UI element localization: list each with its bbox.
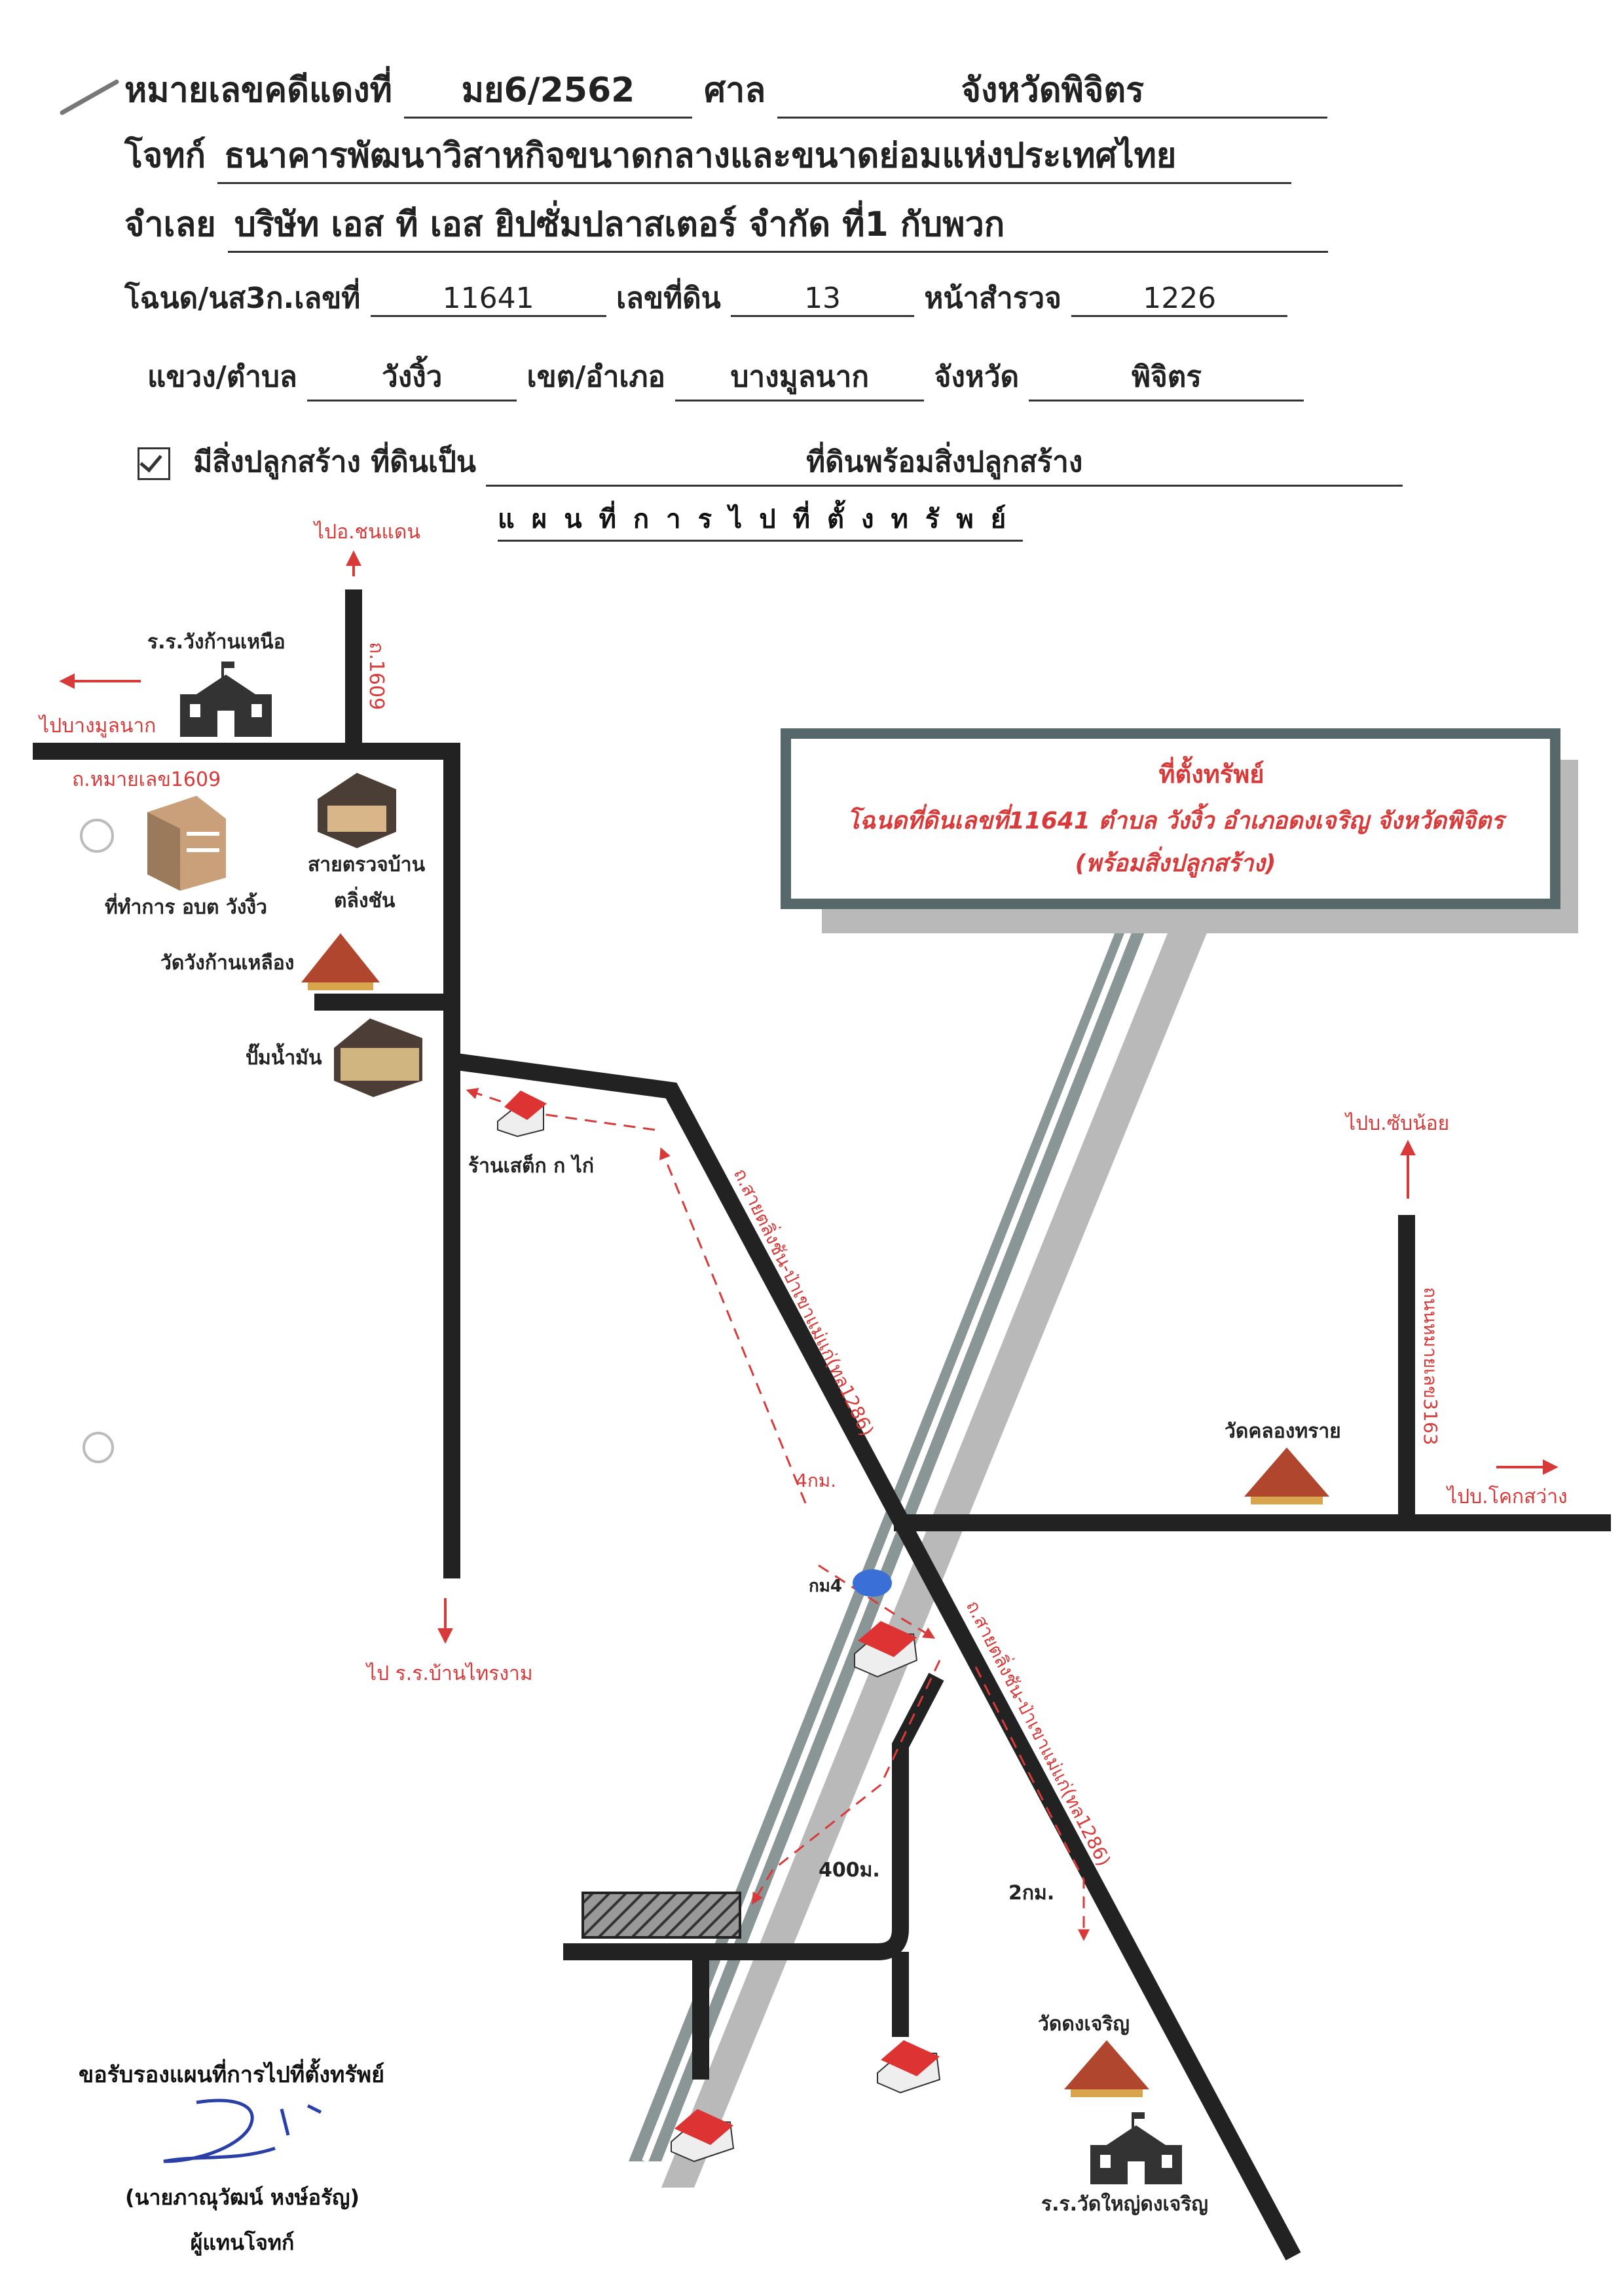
label-road-1286-south: ถ.สายตลิ่งชัน-ป่าเขาแม่แก่(ทล1286) (962, 1596, 1117, 1870)
defendant-value: บริษัท เอส ที เอส ยิปซั่มปลาสเตอร์ จำกัด… (227, 196, 1328, 253)
temple-icon (1244, 1447, 1329, 1504)
temple-icon (1064, 2040, 1149, 2097)
label-checkpoint: สายตรวจบ้าน (308, 853, 426, 876)
police-box-icon (318, 773, 396, 848)
plaintiff-label: โจทก์ (124, 136, 206, 176)
row-building: มีสิ่งปลูกสร้าง ที่ดินเป็น ที่ดินพร้อมสิ… (138, 439, 1403, 487)
label-to-koksawang: ไปบ.โคกสว่าง (1446, 1485, 1568, 1508)
row-plaintiff: โจทก์ ธนาคารพัฒนาวิสาหกิจขนาดกลางและขนาด… (124, 128, 1292, 184)
label-dist-4km: 4กม. (796, 1470, 836, 1491)
row-defendant: จำเลย บริษัท เอส ที เอส ยิปซั่มปลาสเตอร์… (124, 196, 1328, 253)
label-temple-wangkan: วัดวังก้านเหลือง (160, 952, 294, 975)
defendant-label: จำเลย (124, 205, 216, 244)
road-network (33, 589, 1611, 2261)
property-callout (781, 728, 1578, 933)
plaintiff-value: ธนาคารพัฒนาวิสาหกิจขนาดกลางและขนาดย่อมแห… (217, 128, 1292, 184)
label-checkpoint-2: ตลิ่งชัน (334, 886, 396, 912)
signatory-role: ผู้แทนโจทก์ (190, 2230, 295, 2255)
label-office: ที่ทำการ อบต วังงิ้ว (105, 892, 267, 919)
district-value: บางมูลนาก (675, 354, 925, 401)
office-building-icon (147, 796, 226, 891)
label-road-1609: ถ.หมายเลข1609 (72, 768, 221, 791)
row-case: หมายเลขคดีแดงที่ มย6/2562 ศาล จังหวัดพิจ… (124, 62, 1328, 119)
label-road-1286-north: ถ.สายตลิ่งชัน-ป่าเขาแม่แก่(ทล1286) (729, 1164, 880, 1440)
school-icon (1090, 2112, 1182, 2184)
survey-number: 1226 (1071, 282, 1288, 317)
subdistrict-value: วังงิ้ว (307, 354, 517, 401)
signatory-name: (นายภาณุวัฒน์ หงษ์อรัญ) (125, 2185, 360, 2210)
property-title: ที่ตั้งทรัพย์ (1158, 756, 1264, 789)
checkbox-checked-icon (138, 447, 170, 480)
road-side (563, 1672, 944, 1960)
label-road-1609-vertical: ถ.1609 (365, 642, 388, 710)
punch-hole (80, 819, 114, 853)
temple-icon (301, 933, 380, 990)
row-deed: โฉนด/นส3ก.เลขที่ 11641 เลขที่ดิน 13 หน้า… (124, 275, 1288, 321)
certification-text: ขอรับรองแผนที่การไปที่ตั้งทรัพย์ (79, 2062, 385, 2088)
case-number: มย6/2562 (404, 62, 693, 119)
house-icon (877, 2040, 941, 2094)
district-label: เขต/อำเภอ (526, 360, 665, 394)
road-1286 (451, 1053, 1301, 2261)
road-1609 (33, 743, 460, 1578)
province-label: จังหวัด (934, 360, 1020, 394)
punch-hole (83, 1432, 114, 1463)
signatory-block: (นายภาณุวัฒน์ หงษ์อรัญ) ผู้แทนโจทก์ (105, 2181, 380, 2260)
house-icon (497, 1091, 547, 1138)
label-shop: ร้านเสต็ก ก ไก่ (468, 1153, 594, 1178)
deed-label: โฉนด/นส3ก.เลขที่ (124, 282, 361, 315)
land-no-label: เลขที่ดิน (616, 282, 721, 315)
label-dist-2km: 2กม. (1008, 1882, 1054, 1905)
label-school-dong: ร.ร.วัดใหญ่ดงเจริญ (1041, 2192, 1208, 2216)
building-label: มีสิ่งปลูกสร้าง ที่ดินเป็น (193, 445, 476, 479)
label-to-bangmulnak: ไปบางมูลนาก (38, 714, 156, 737)
label-to-school-sai: ไป ร.ร.บ้านไทรงาม (365, 1662, 533, 1685)
direction-arrows (59, 550, 1559, 1644)
label-dist-400m: 400ม. (819, 1859, 880, 1882)
label-gas-station: ปั๊มน้ำมัน (246, 1043, 322, 1070)
label-temple-klong: วัดคลองทราย (1225, 1420, 1341, 1443)
building-value: ที่ดินพร้อมสิ่งปลูกสร้าง (486, 439, 1403, 487)
survey-label: หน้าสำรวจ (924, 282, 1061, 315)
label-road-3163: ถนนหมายเลข3163 (1420, 1287, 1441, 1445)
km4-marker (853, 1569, 892, 1597)
subdistrict-label: แขวง/ตำบล (147, 360, 297, 394)
row-location: แขวง/ตำบล วังงิ้ว เขต/อำเภอ บางมูลนาก จั… (147, 354, 1304, 401)
signature-drawing (163, 2099, 322, 2163)
pen-mark (60, 79, 119, 115)
court-label: ศาล (704, 71, 766, 110)
gas-station-icon (334, 1018, 422, 1097)
province-value: พิจิตร (1029, 354, 1304, 401)
house-icon (854, 1621, 918, 1678)
deed-number: 11641 (370, 282, 606, 317)
land-number: 13 (731, 282, 915, 317)
court-value: จังหวัดพิจิตร (777, 62, 1328, 119)
house-icon (671, 2109, 735, 2163)
property-line1: โฉนดที่ดินเลขที่11641 ตำบล วังงิ้ว อำเภอ… (847, 803, 1507, 834)
property-line2: (พร้อมสิ่งปลูกสร้าง) (1075, 846, 1276, 878)
case-label: หมายเลขคดีแดงที่ (124, 71, 392, 110)
map-title: แผนที่การไปที่ตั้งทรัพย์ (498, 498, 1024, 542)
label-to-sapnoi: ไปบ.ซับน้อย (1344, 1111, 1449, 1135)
school-icon (180, 662, 272, 737)
label-temple-dong: วัดดงเจริญ (1038, 2013, 1130, 2036)
label-school-north: ร.ร.วังก้านเหนือ (147, 631, 286, 654)
label-to-chondaen: ไปอ.ชนแดน (313, 520, 420, 544)
label-km4: กม4 (809, 1577, 842, 1596)
target-property-marker (581, 1892, 741, 1939)
